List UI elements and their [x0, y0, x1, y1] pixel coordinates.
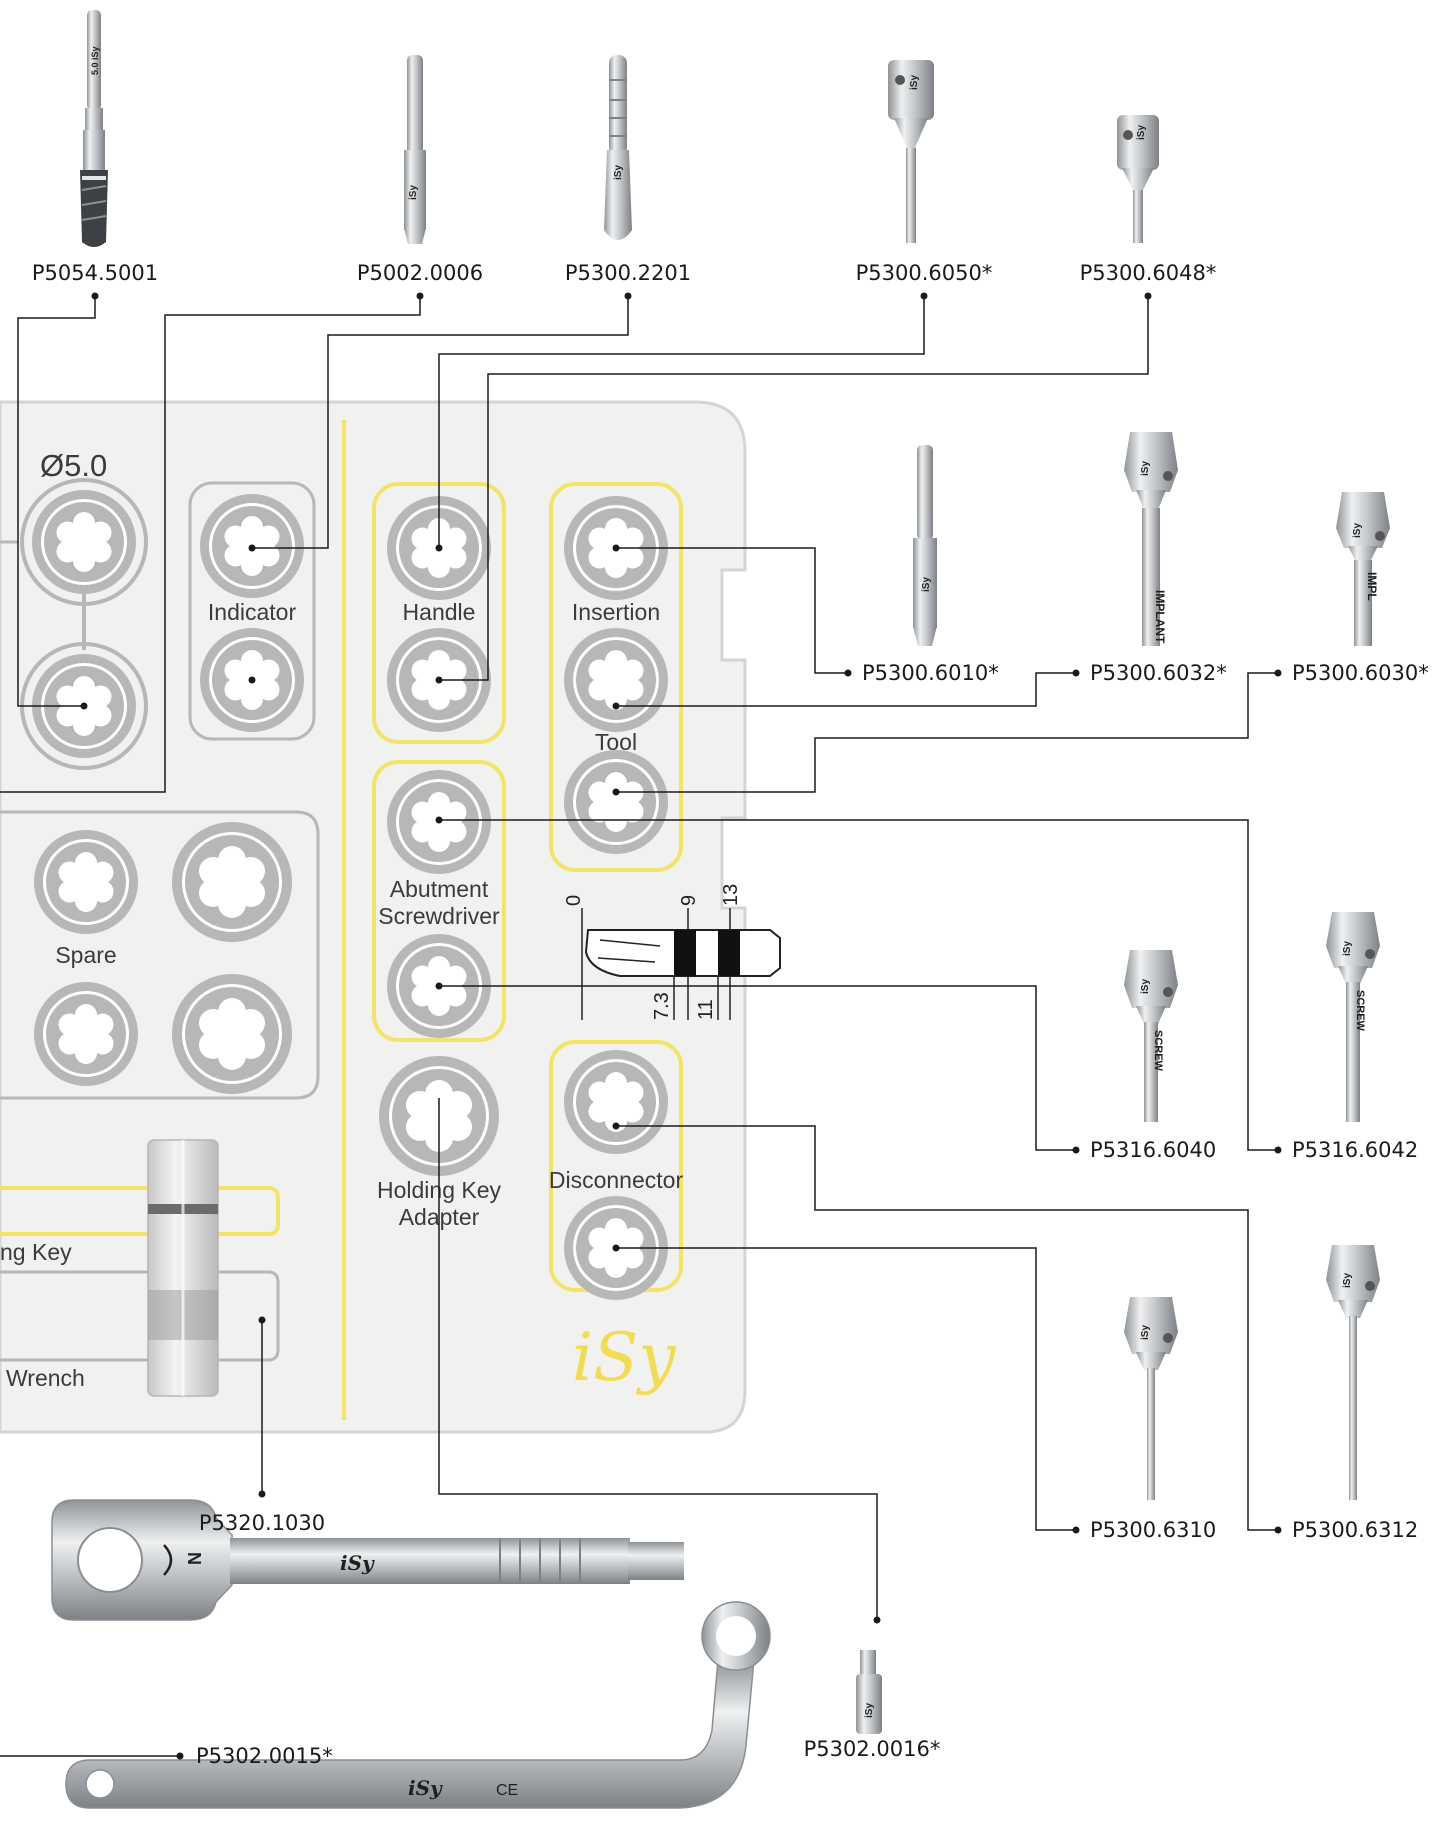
svg-text:iSy: iSy — [1342, 1273, 1353, 1288]
diameter-label: Ø5.0 — [40, 448, 107, 483]
svg-text:iSy: iSy — [1140, 979, 1151, 994]
impl-marking: IMPL — [1365, 572, 1379, 601]
disconnector-label: Disconnector — [549, 1167, 684, 1193]
scale-mark-13: 13 — [720, 884, 742, 906]
label-screwdriver-long: P5316.6042 — [1292, 1138, 1418, 1162]
label-insertion-medium: P5300.6032* — [1090, 661, 1227, 685]
disconnector-slot-group: Disconnector — [549, 1040, 684, 1300]
svg-text:iSy: iSy — [1140, 461, 1151, 476]
label-insertion-short: P5300.6010* — [862, 661, 999, 685]
insertion-socket-2[interactable] — [564, 628, 668, 732]
svg-text:iSy: iSy — [340, 1551, 375, 1575]
scale-mark-0: 0 — [563, 895, 585, 906]
svg-text:iSy: iSy — [1140, 1325, 1151, 1340]
short-adapter-image: iSy — [1117, 115, 1159, 243]
label-holding-key-wrench: P5320.1030 — [199, 1511, 325, 1535]
label-drill: P5054.5001 — [32, 261, 158, 285]
ratchet-image: N iSy — [51, 1499, 684, 1621]
label-short-adapter: P5300.6048* — [1080, 261, 1217, 285]
label-ratchet: P5302.0015* — [196, 1744, 333, 1768]
svg-text:iSy: iSy — [1136, 125, 1147, 140]
label-indicator-pin: P5002.0006 — [357, 261, 483, 285]
part-number-labels: P5054.5001 P5002.0006 P5300.2201 P5300.6… — [32, 261, 1429, 1768]
scale-mark-11: 11 — [695, 999, 717, 1020]
screw-marking-short: SCREW — [1152, 1030, 1164, 1072]
svg-text:iSy: iSy — [864, 1703, 875, 1718]
insertion-label: Insertion — [572, 599, 660, 625]
indicator-slot-group: Indicator — [188, 481, 316, 741]
handle-label: Handle — [403, 599, 476, 625]
holding-key-adapter-image: iSy — [856, 1650, 882, 1734]
svg-text:iSy: iSy — [408, 1776, 443, 1800]
insertion-long-image: iSy IMPL — [1336, 492, 1390, 646]
svg-text:iSy: iSy — [408, 185, 419, 200]
scale-mark-7-3: 7.3 — [651, 992, 673, 1020]
spare-slot-group: Spare — [0, 810, 320, 1100]
spare-label: Spare — [55, 942, 116, 968]
label-screwdriver-short: P5316.6040 — [1090, 1138, 1216, 1162]
scale-mark-9: 9 — [678, 895, 700, 906]
ce-mark: CE — [496, 1782, 518, 1799]
screwdriver-long-image: iSy SCREW — [1326, 912, 1380, 1122]
label-insertion-long: P5300.6030* — [1292, 661, 1429, 685]
disconnector-socket-top[interactable] — [564, 1050, 668, 1154]
disconnector-long-image: iSy — [1326, 1245, 1380, 1500]
holding-key-wrench-area: ng Key Wrench — [0, 1139, 280, 1397]
svg-text:iSy: iSy — [921, 577, 932, 592]
leader-dots — [80, 292, 1282, 1760]
svg-text:iSy: iSy — [613, 165, 624, 180]
spare-socket-4[interactable] — [172, 974, 292, 1094]
isy-logo: iSy — [572, 1319, 676, 1396]
screwdriver-label: Screwdriver — [378, 903, 500, 929]
spare-socket-3[interactable] — [34, 982, 138, 1086]
svg-text:iSy: iSy — [909, 75, 920, 90]
holding-key-label: ng Key — [0, 1239, 72, 1265]
label-disconnector-long: P5300.6312 — [1292, 1518, 1418, 1542]
label-disconnector-short: P5300.6310 — [1090, 1518, 1216, 1542]
abutment-label: Abutment — [390, 876, 489, 902]
handle-tool-image: iSy — [604, 55, 632, 240]
screw-marking-long: SCREW — [1354, 990, 1366, 1032]
screwdriver-short-image: iSy SCREW — [1124, 950, 1178, 1122]
disconnector-short-image: iSy — [1124, 1297, 1178, 1500]
indicator-pin-image: iSy — [404, 55, 426, 244]
holding-key-wrench-image — [147, 1139, 219, 1397]
drill-marking: 5.0 iSy — [90, 46, 100, 75]
spare-socket-2[interactable] — [172, 822, 292, 942]
ratchet-letter: N — [184, 1552, 204, 1565]
leader-lines — [0, 296, 1278, 1757]
implant-marking: IMPLANT — [1153, 590, 1167, 644]
insertion-short-image: iSy — [913, 445, 937, 646]
l-wrench-image: iSy CE — [65, 1601, 771, 1809]
instrument-tray: Ø5.0 Indicator Spare ng Key — [0, 400, 781, 1434]
spare-socket-1[interactable] — [34, 830, 138, 934]
insertion-medium-image: iSy IMPLANT — [1124, 432, 1178, 646]
svg-text:iSy: iSy — [1342, 941, 1353, 956]
svg-text:iSy: iSy — [1352, 523, 1363, 538]
label-long-adapter: P5300.6050* — [856, 261, 993, 285]
drill-socket-top[interactable] — [32, 490, 136, 594]
drill-depth-scale: 0 9 13 7.3 11 — [563, 884, 781, 1020]
insertion-socket-3[interactable] — [564, 750, 668, 854]
long-adapter-image: iSy — [888, 60, 934, 243]
drill-image: 5.0 iSy — [80, 10, 108, 247]
label-handle-tool: P5300.2201 — [565, 261, 691, 285]
abutment-screwdriver-slot-group: Abutment Screwdriver — [372, 760, 506, 1042]
insertion-tool-slot-group: Insertion Tool — [549, 482, 683, 872]
indicator-label: Indicator — [208, 599, 297, 625]
wrench-label: Wrench — [6, 1365, 85, 1391]
label-holding-key-adapter: P5302.0016* — [804, 1737, 941, 1761]
